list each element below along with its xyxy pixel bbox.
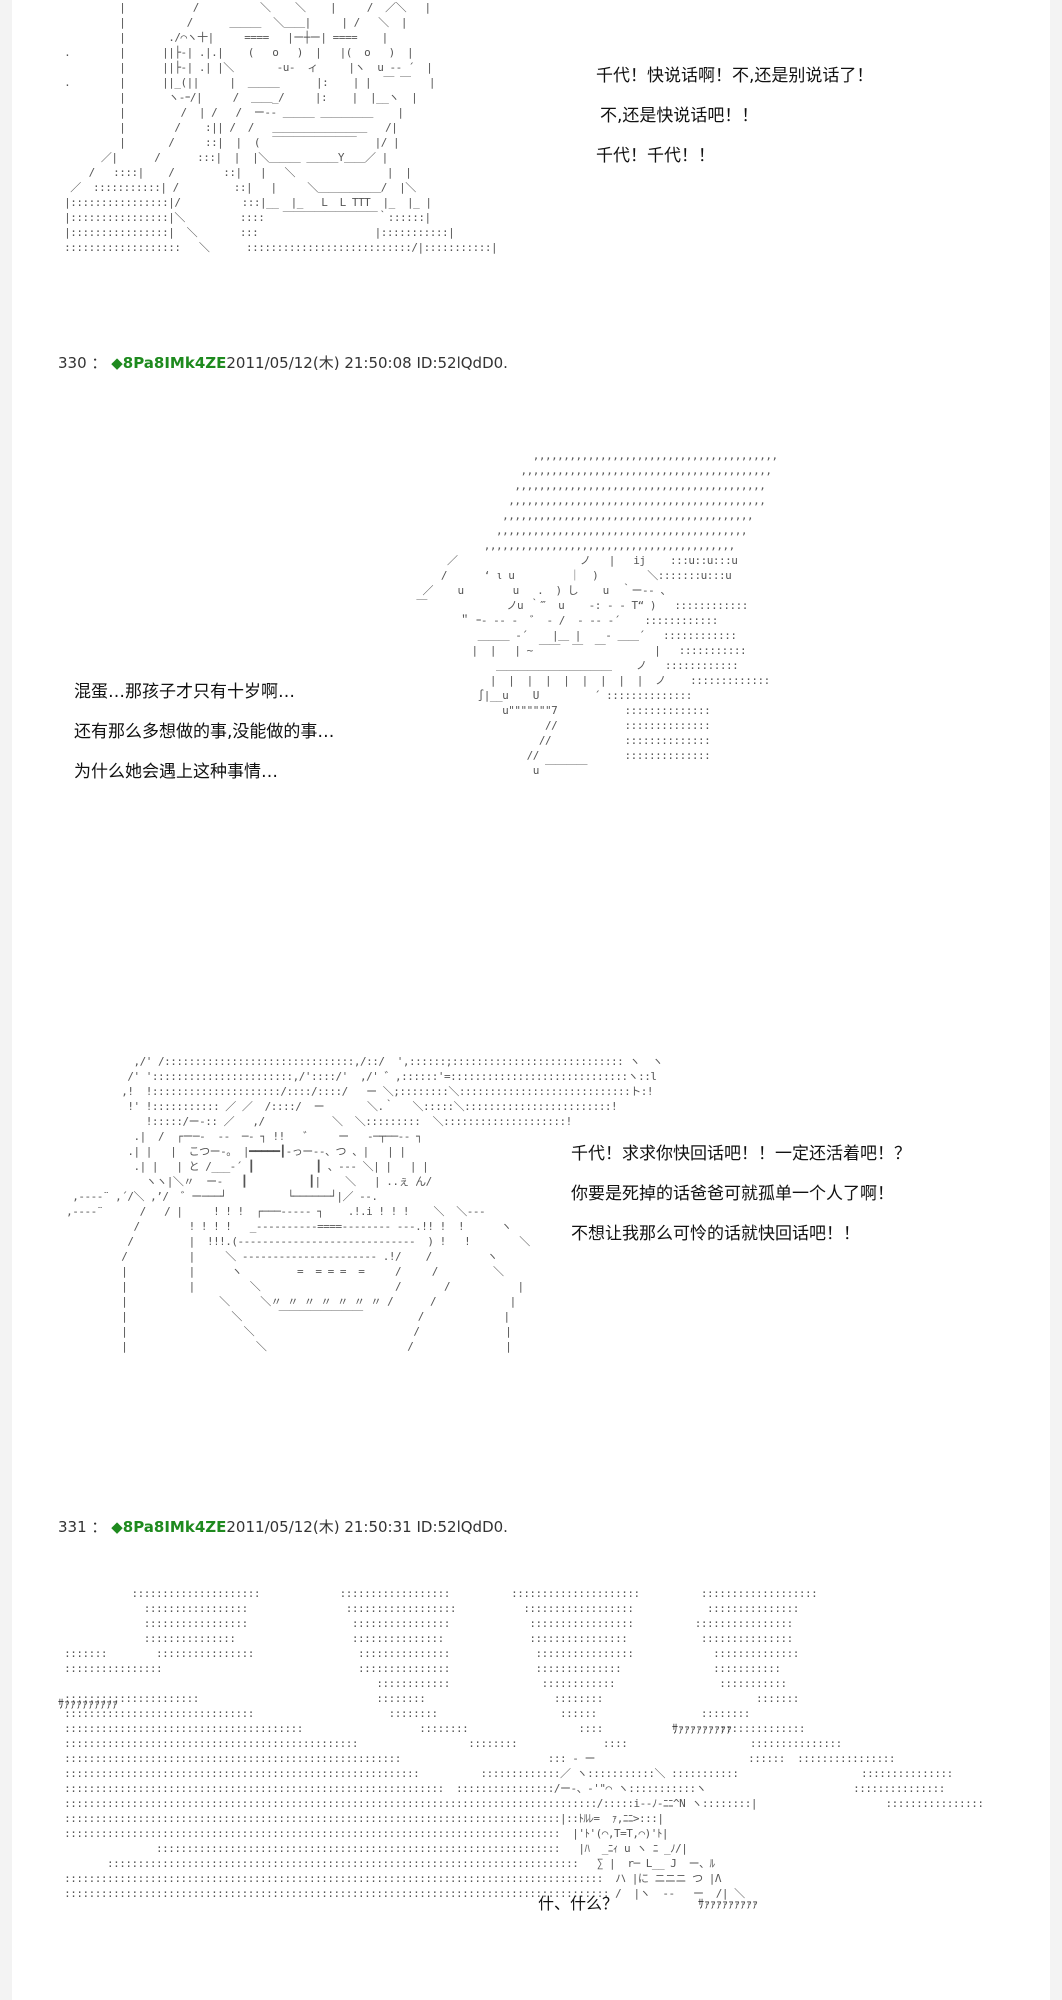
post-datetime: 2011/05/12(木) 21:50:08	[226, 354, 412, 372]
dialog-line: 千代！求求你快回话吧！！一定还活着吧！？	[571, 1144, 911, 1164]
panel3-dialog: 千代！求求你快回话吧！！一定还活着吧！？ 你要是死掉的话爸爸可就孤单一个人了啊！…	[571, 1134, 911, 1254]
post-separator: ：	[91, 1518, 107, 1536]
dialog-line: 为什么她会遇上这种事情…	[74, 762, 278, 782]
dialog-line: 还有那么多想做的事,没能做的事…	[74, 722, 335, 742]
poster-name[interactable]: ◆8Pa8IMk4ZE	[111, 1518, 227, 1536]
post-header-331: 331 ： ◆8Pa8IMk4ZE2011/05/12(木) 21:50:31 …	[58, 1516, 508, 1537]
dialog-line: 千代！千代！！	[596, 146, 715, 166]
right-margin	[1050, 0, 1062, 2000]
ascii-art-father-crying: ,/' /:::::::::::::::::::::::::::::::,/::…	[66, 1055, 663, 1353]
dialog-line: 不想让我那么可怜的话就快回话吧！！	[571, 1224, 860, 1244]
post-id: ID:52lQdD0.	[416, 1518, 508, 1536]
ascii-art-father-shouting: | / ＼ ＼ | / ／＼ | | / ＿＿＿ ＼＿＿| | / ＼ | | …	[64, 1, 498, 254]
panel2-dialog: 混蛋…那孩子才只有十岁啊… 还有那么多想做的事,没能做的事… 为什么她会遇上这种…	[74, 672, 334, 792]
panel4-dialog: 什、什么？	[538, 1894, 619, 1913]
left-margin	[0, 0, 12, 2000]
dialog-line: 混蛋…那孩子才只有十岁啊…	[74, 682, 295, 702]
ascii-art-man-sweating: ,,,,,,,,,,,,,,,,,,,,,,,,,,,,,,,,,,,,,,,,…	[416, 449, 778, 777]
poster-name[interactable]: ◆8Pa8IMk4ZE	[111, 354, 227, 372]
post-header-330: 330 ： ◆8Pa8IMk4ZE2011/05/12(木) 21:50:08 …	[58, 352, 508, 373]
sfx-rain-right-top: ｻｧｧｧｧｧｧｧｧｧ	[672, 1722, 733, 1736]
sfx-rain-left: ｻｧｧｧｧｧｧｧｧｧ	[58, 1697, 119, 1711]
dialog-line: 不,还是快说话吧！！	[600, 106, 759, 126]
ascii-art-rain-scene: ::::::::::::::::::::: ::::::::::::::::::…	[64, 1587, 984, 1900]
post-id: ID:52lQdD0.	[416, 354, 508, 372]
sfx-rain-right-bottom: ｻｧｧｧｧｧｧｧｧｧ	[698, 1897, 759, 1911]
dialog-line: 你要是死掉的话爸爸可就孤单一个人了啊！	[571, 1184, 894, 1204]
post-number: 331	[58, 1518, 87, 1536]
dialog-line: 千代！快说话啊！不,还是别说话了！	[596, 66, 874, 86]
post-separator: ：	[91, 354, 107, 372]
post-datetime: 2011/05/12(木) 21:50:31	[226, 1518, 412, 1536]
post-number: 330	[58, 354, 87, 372]
panel1-dialog: 千代！快说话啊！不,还是别说话了！ 不,还是快说话吧！！ 千代！千代！！	[596, 56, 873, 176]
